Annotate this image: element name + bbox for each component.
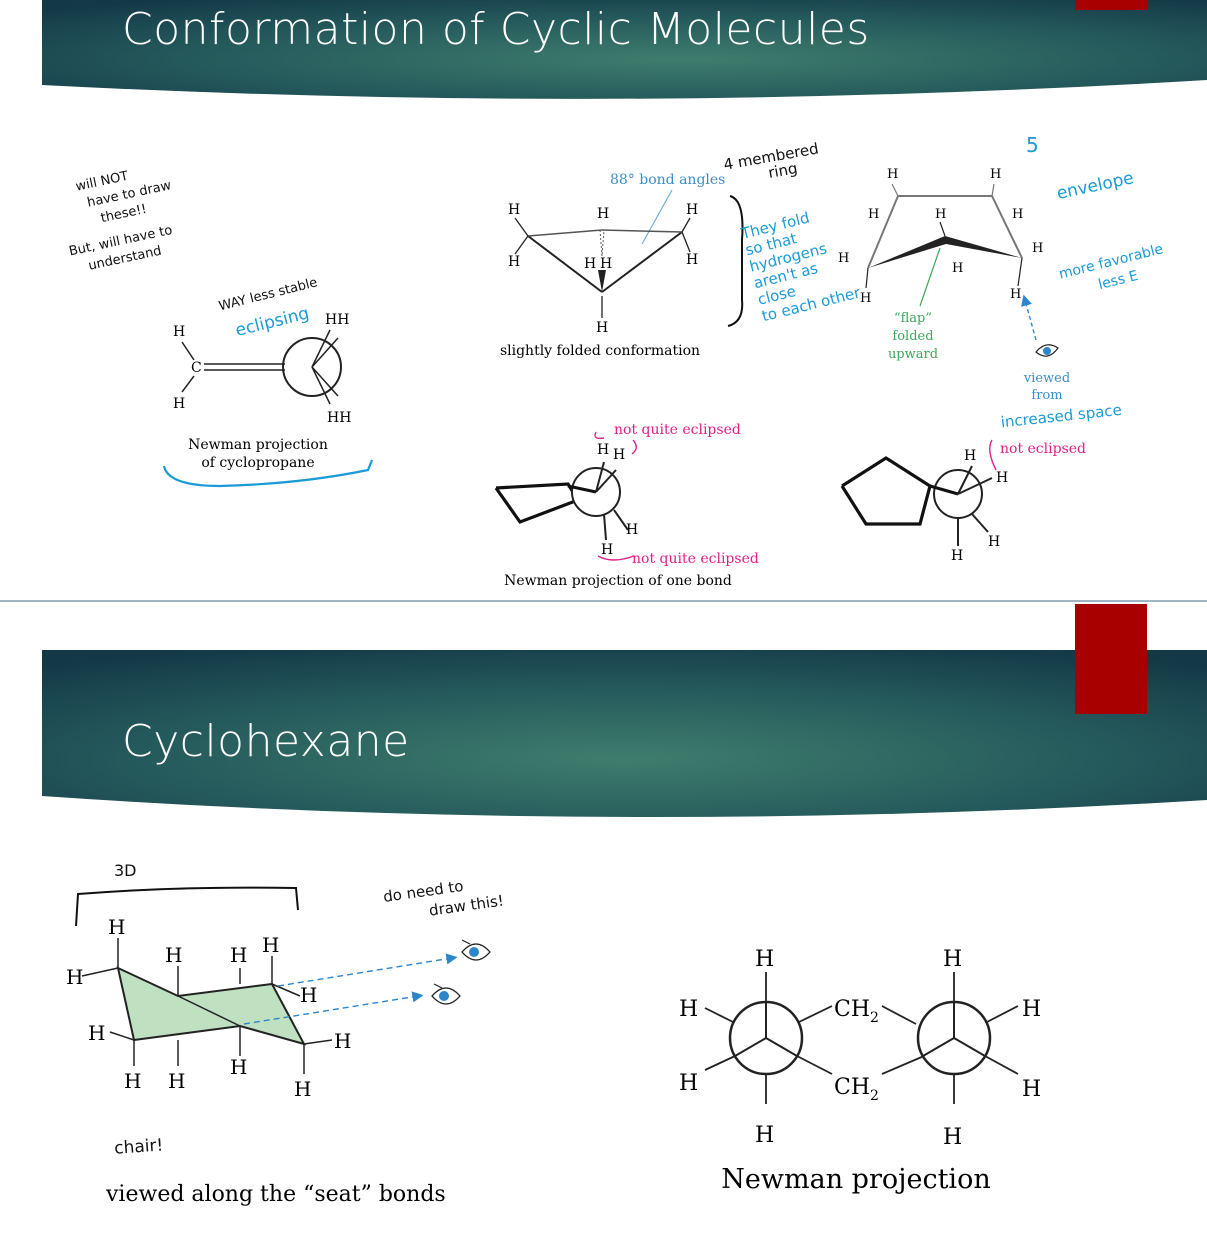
svg-text:H: H [334, 1029, 351, 1053]
svg-text:H: H [838, 251, 849, 266]
label-not-quite-eclipsed-bottom: not quite eclipsed [632, 551, 759, 567]
slide-divider [0, 600, 1207, 602]
svg-text:H: H [88, 1021, 105, 1045]
annot-5: 5 [1026, 133, 1039, 157]
svg-text:H: H [943, 947, 962, 972]
svg-text:H: H [173, 324, 185, 340]
svg-text:H: H [173, 396, 185, 412]
eye-icon [1035, 344, 1059, 357]
svg-text:folded: folded [892, 329, 933, 344]
svg-text:H: H [1022, 997, 1041, 1022]
label-not-eclipsed: not eclipsed [1000, 441, 1086, 457]
bracket-3d [75, 886, 299, 927]
caption-newman-cyclopropane: Newman projection [188, 437, 328, 453]
svg-text:H: H [168, 1069, 185, 1093]
svg-text:H: H [964, 448, 976, 464]
svg-text:H: H [613, 447, 625, 463]
svg-text:H: H [860, 291, 871, 306]
header-band [42, 0, 1207, 99]
svg-text:H: H [230, 943, 247, 967]
label-not-quite-eclipsed-top: not quite eclipsed [614, 422, 741, 438]
label-3d: 3D [114, 861, 137, 880]
blue-underline-bracket [162, 459, 374, 488]
svg-text:H: H [596, 320, 608, 336]
svg-text:from: from [1031, 388, 1062, 403]
svg-text:H: H [755, 947, 774, 972]
svg-text:H: H [1012, 207, 1023, 222]
svg-text:H: H [262, 933, 279, 957]
svg-text:H: H [868, 207, 879, 222]
svg-text:H: H [952, 261, 963, 276]
slide-cyclohexane: 3D do need to draw this! H H H H [0, 604, 1207, 1246]
svg-text:H: H [1010, 287, 1021, 302]
svg-text:HH: HH [327, 410, 351, 426]
svg-text:H: H [755, 1123, 774, 1148]
label-88-bond-angles: 88° bond angles [610, 172, 725, 188]
svg-text:H: H [584, 256, 596, 272]
svg-text:H: H [679, 997, 698, 1022]
accent-red-bar [1075, 604, 1147, 714]
svg-text:H: H [686, 252, 698, 268]
svg-text:H: H [935, 207, 946, 222]
svg-text:C: C [191, 360, 202, 376]
caption-seat-bonds: viewed along the “seat” bonds [105, 1182, 446, 1207]
annot-increased-space: increased space [1000, 401, 1123, 432]
svg-text:H: H [300, 983, 317, 1007]
svg-text:H: H [600, 256, 612, 272]
annot-envelope: envelope [1055, 168, 1136, 204]
cyclohexane-newman: H H H H H H H H CH2 CH2 Newman projectio… [679, 947, 1041, 1195]
svg-text:H: H [1032, 241, 1043, 256]
label-flap-folded-upward: “flap” [894, 311, 932, 326]
label-viewed-from: viewed [1023, 371, 1070, 386]
slide2-canvas: 3D do need to draw this! H H H H [42, 604, 1207, 1207]
svg-text:CH2: CH2 [834, 1075, 879, 1104]
slide1-title: Conformation of Cyclic Molecules [122, 4, 870, 55]
cyclopropane-newman: WAY less stable eclipsing H C H HH HH Ne… [162, 275, 374, 488]
svg-text:H: H [124, 1069, 141, 1093]
annot-eclipsing: eclipsing [233, 303, 311, 341]
svg-text:H: H [294, 1077, 311, 1101]
caption-newman-one-bond: Newman projection of one bond [504, 573, 732, 589]
slide-conformation-cyclic: will NOT have to draw these!! But, will … [0, 0, 1207, 600]
svg-text:H: H [943, 1125, 962, 1150]
cyclopentane-envelope: 5 envelope more favorable less E H H H H… [838, 133, 1165, 564]
svg-text:H: H [686, 202, 698, 218]
svg-text:H: H [951, 548, 963, 564]
cyclohexane-chair: H H H H H H H H H H H H [66, 915, 491, 1101]
svg-text:H: H [108, 915, 125, 939]
slide1-canvas: will NOT have to draw these!! But, will … [42, 0, 1207, 589]
eye-icon [461, 939, 491, 961]
accent-red-bar [1075, 0, 1147, 10]
svg-text:HH: HH [325, 312, 349, 328]
svg-text:H: H [597, 206, 609, 222]
svg-text:H: H [508, 254, 520, 270]
svg-text:of cyclopropane: of cyclopropane [201, 455, 314, 471]
svg-text:ring: ring [767, 159, 799, 182]
eye-icon [431, 983, 461, 1005]
svg-text:upward: upward [888, 347, 938, 362]
svg-text:H: H [988, 534, 1000, 550]
svg-text:H: H [626, 522, 638, 538]
caption-newman-projection: Newman projection [721, 1164, 990, 1195]
handwritten-note-will-not-draw: will NOT have to draw these!! But, will … [68, 169, 174, 274]
svg-text:H: H [508, 202, 520, 218]
cyclobutane-folded: 4 membered ring 88° bond angles H H H H … [494, 139, 863, 589]
svg-text:CH2: CH2 [834, 997, 879, 1026]
svg-text:H: H [230, 1055, 247, 1079]
svg-text:H: H [66, 965, 83, 989]
svg-text:H: H [597, 442, 609, 458]
svg-text:H: H [601, 542, 613, 558]
header-band [42, 650, 1207, 818]
svg-text:H: H [990, 167, 1001, 182]
svg-text:H: H [1022, 1077, 1041, 1102]
bracket-black [727, 195, 744, 327]
svg-text:H: H [887, 167, 898, 182]
slide2-title: Cyclohexane [122, 716, 410, 767]
svg-text:H: H [996, 470, 1008, 486]
caption-slightly-folded: slightly folded conformation [500, 343, 700, 359]
svg-text:H: H [679, 1071, 698, 1096]
svg-text:H: H [165, 943, 182, 967]
annot-chair: chair! [114, 1135, 164, 1158]
